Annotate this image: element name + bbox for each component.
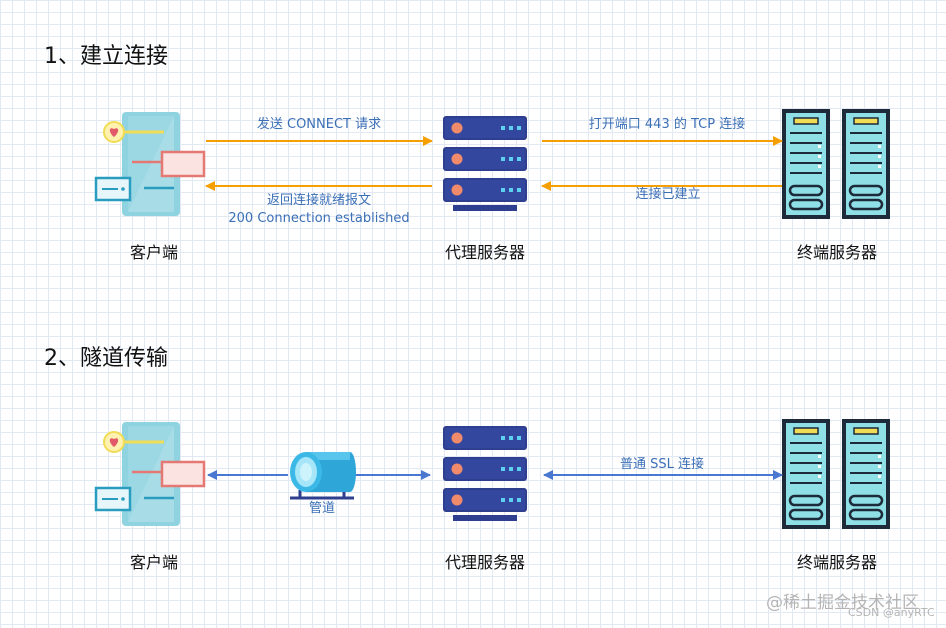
terminal-server-label-tunnel: 终端服务器 <box>796 553 877 572</box>
proxy-server-label-tunnel: 代理服务器 <box>444 553 525 572</box>
edge-label-ssl-connection: 普通 SSL 连接 <box>619 457 704 472</box>
client-icon-tunnel <box>94 420 206 528</box>
client-icon <box>94 110 206 218</box>
proxy-server-icon <box>443 116 527 211</box>
edge-label-connect-request: 发送 CONNECT 请求 <box>256 117 382 132</box>
watermark-sub: CSDN @anyRTC <box>848 606 935 619</box>
client-label-tunnel: 客户端 <box>129 553 178 572</box>
proxy-server-icon-tunnel <box>443 426 527 521</box>
section-title-establish: 1、建立连接 <box>44 44 168 69</box>
edge-label-pipe: 管道 <box>308 501 335 516</box>
client-label: 客户端 <box>129 243 178 262</box>
edge-label-open-tcp-port: 打开端口 443 的 TCP 连接 <box>588 117 746 132</box>
proxy-server-label: 代理服务器 <box>444 243 525 262</box>
terminal-server-label: 终端服务器 <box>796 243 877 262</box>
pipe-icon <box>290 452 356 500</box>
edge-label-connection-established: 200 Connection established <box>228 211 410 226</box>
edge-label-ready-message: 返回连接就绪报文 <box>266 193 371 208</box>
edge-label-connection-ready: 连接已建立 <box>635 187 701 202</box>
section-title-tunnel: 2、隧道传输 <box>44 346 168 371</box>
watermark-main: @稀土掘金技术社区 <box>766 593 919 613</box>
terminal-server-icon <box>782 109 890 219</box>
terminal-server-icon-tunnel <box>782 419 890 529</box>
